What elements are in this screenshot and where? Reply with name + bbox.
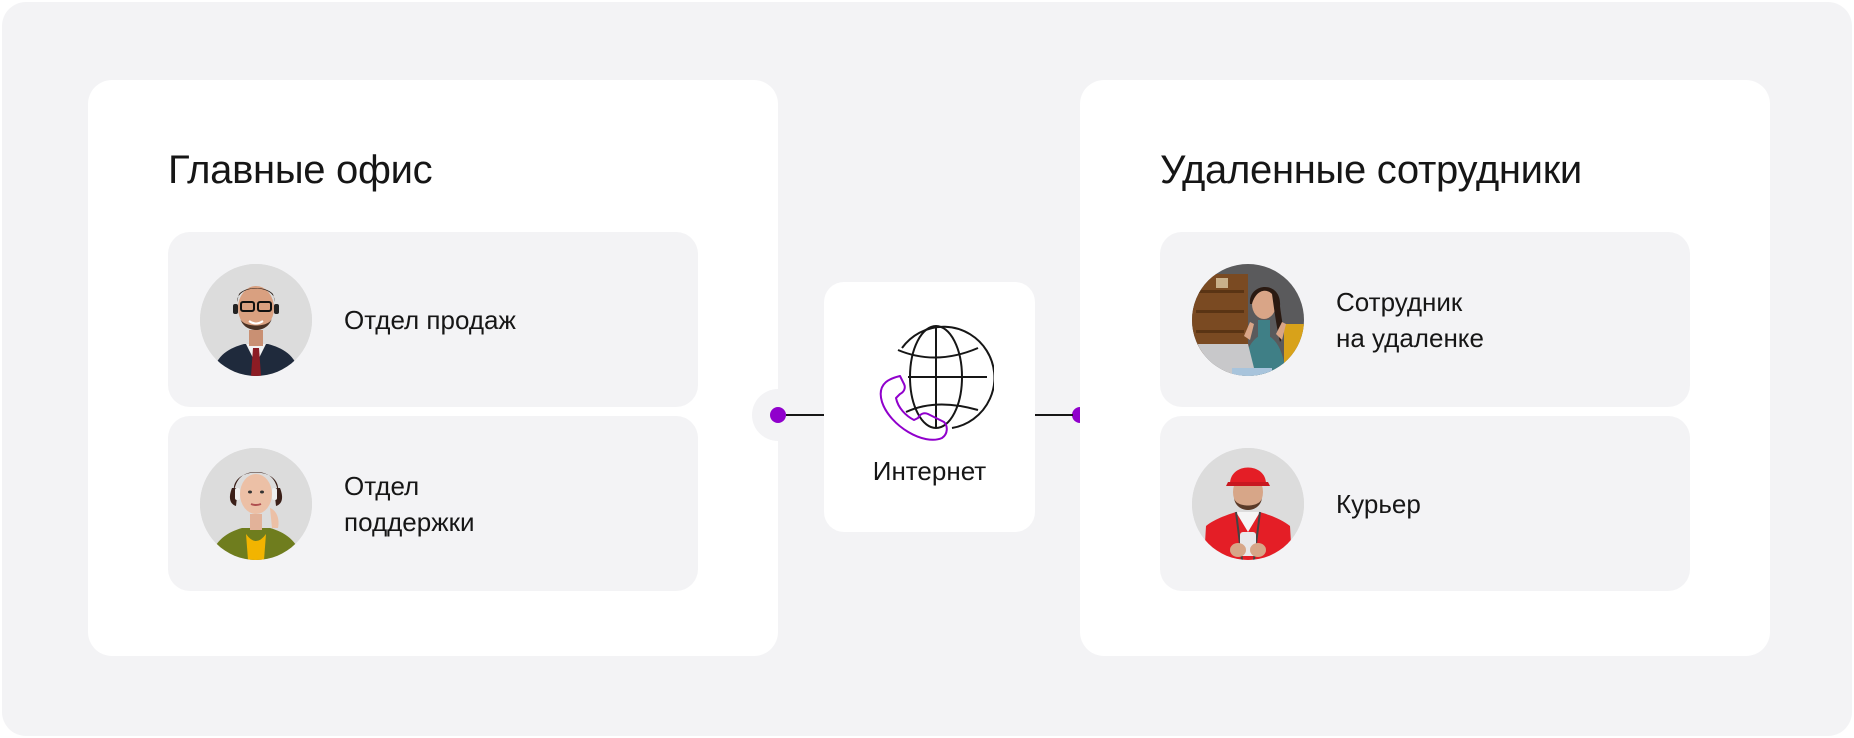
main-office-title: Главные офис bbox=[168, 148, 433, 192]
label-line-2: на удаленке bbox=[1336, 322, 1484, 353]
remote-employees-card: Удаленные сотрудники Сотру bbox=[1080, 80, 1770, 656]
support-department-item: Отдел поддержки bbox=[168, 416, 698, 591]
left-connector-dot bbox=[770, 407, 786, 423]
label-line-1: Курьер bbox=[1336, 488, 1421, 519]
woman-with-headset-avatar bbox=[200, 448, 312, 560]
label-line-1: Отдел bbox=[344, 470, 420, 501]
remote-worker-label: Сотрудник на удаленке bbox=[1336, 232, 1484, 407]
courier-label: Курьер bbox=[1336, 416, 1421, 591]
internet-label: Интернет bbox=[872, 456, 987, 486]
globe-phone-icon bbox=[864, 318, 996, 453]
sales-department-label: Отдел продаж bbox=[344, 232, 516, 407]
remote-worker-item: Сотрудник на удаленке bbox=[1160, 232, 1690, 407]
sales-department-item: Отдел продаж bbox=[168, 232, 698, 407]
remote-worker-avatar bbox=[1192, 264, 1304, 376]
internet-hub: Интернет bbox=[824, 282, 1035, 532]
label-line-1: Отдел продаж bbox=[344, 304, 516, 335]
man-with-headset-avatar bbox=[200, 264, 312, 376]
label-line-1: Сотрудник bbox=[1336, 286, 1463, 317]
courier-item: Курьер bbox=[1160, 416, 1690, 591]
right-connector-line bbox=[1035, 414, 1073, 416]
label-line-2: поддержки bbox=[344, 506, 475, 537]
support-department-label: Отдел поддержки bbox=[344, 416, 475, 591]
main-office-card: Главные офис Отдел продаж bbox=[88, 80, 778, 656]
left-connector-line bbox=[786, 414, 824, 416]
courier-avatar bbox=[1192, 448, 1304, 560]
remote-employees-title: Удаленные сотрудники bbox=[1160, 148, 1582, 192]
